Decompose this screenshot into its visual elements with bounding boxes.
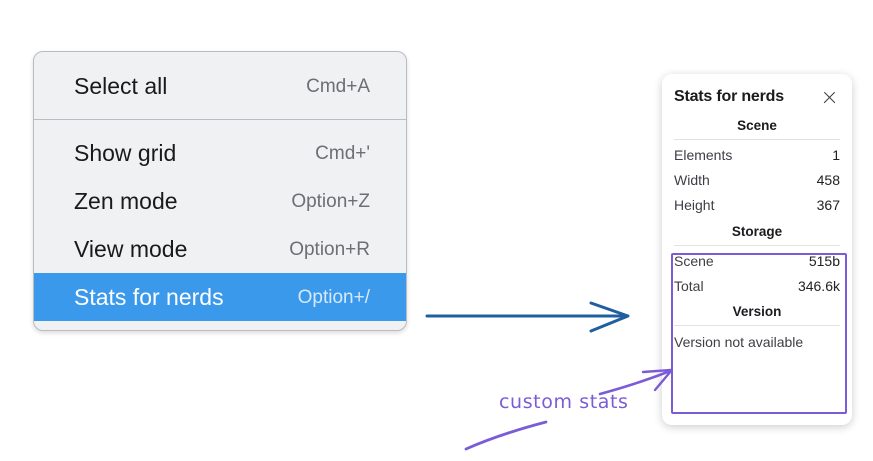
version-value: Version not available bbox=[674, 334, 804, 351]
menu-item-select-all[interactable]: Select all Cmd+A bbox=[34, 62, 406, 110]
stat-value: 515b bbox=[808, 252, 840, 269]
stat-key: Width bbox=[674, 171, 710, 188]
menu-item-label: Show grid bbox=[74, 139, 177, 166]
menu-item-label: View mode bbox=[74, 235, 188, 262]
menu-item-shortcut: Option+/ bbox=[297, 286, 370, 308]
menu-item-label: Stats for nerds bbox=[74, 283, 224, 310]
stat-row-storage-scene: Scene 515b bbox=[673, 249, 841, 274]
stat-value: 1 bbox=[832, 147, 840, 163]
context-menu[interactable]: Select all Cmd+A Show grid Cmd+' Zen mod… bbox=[33, 51, 407, 331]
custom-stats-annotation-label: custom stats bbox=[499, 391, 629, 413]
stats-panel-title: Stats for nerds bbox=[674, 88, 784, 105]
menu-item-label: Zen mode bbox=[74, 187, 178, 214]
close-icon[interactable] bbox=[821, 89, 838, 106]
stat-row-width: Width 458 bbox=[673, 168, 841, 193]
menu-divider bbox=[34, 119, 406, 120]
menu-item-zen-mode[interactable]: Zen mode Option+Z bbox=[34, 177, 406, 225]
section-heading-storage: Storage bbox=[731, 223, 783, 239]
menu-item-label: Select all bbox=[74, 72, 168, 99]
stats-panel-header: Stats for nerds bbox=[662, 74, 852, 112]
section-heading-version: Version bbox=[732, 304, 782, 320]
stats-for-nerds-panel: Stats for nerds Scene Elements 1 Width 4… bbox=[662, 74, 852, 425]
menu-item-show-grid[interactable]: Show grid Cmd+' bbox=[34, 129, 406, 177]
stat-value: 367 bbox=[816, 196, 840, 213]
stat-value: 458 bbox=[816, 171, 840, 188]
stat-key: Total bbox=[674, 277, 704, 294]
menu-item-stats-for-nerds[interactable]: Stats for nerds Option+/ bbox=[34, 273, 406, 321]
stat-row-height: Height 367 bbox=[673, 193, 841, 218]
stat-key: Height bbox=[674, 196, 715, 213]
menu-group-1: Select all Cmd+A bbox=[34, 52, 406, 119]
section-divider bbox=[674, 244, 840, 246]
stat-value: 346.6k bbox=[797, 277, 840, 294]
menu-item-view-mode[interactable]: View mode Option+R bbox=[34, 225, 406, 273]
stat-row-elements: Elements 1 bbox=[673, 143, 841, 168]
blue-arrow bbox=[425, 301, 630, 333]
stat-key: Scene bbox=[674, 252, 714, 269]
section-divider bbox=[674, 139, 840, 140]
stat-row-storage-total: Total 346.6k bbox=[673, 274, 841, 299]
menu-group-2: Show grid Cmd+' Zen mode Option+Z View m… bbox=[34, 120, 406, 330]
section-heading-scene: Scene bbox=[737, 118, 777, 133]
section-divider bbox=[674, 325, 840, 327]
menu-item-shortcut: Cmd+' bbox=[315, 142, 370, 164]
stat-key: Elements bbox=[674, 147, 733, 163]
menu-item-shortcut: Option+Z bbox=[291, 190, 370, 212]
stats-panel-body: Scene Elements 1 Width 458 Height 367 St… bbox=[662, 112, 852, 355]
purple-underline-stroke bbox=[464, 420, 548, 451]
menu-item-shortcut: Option+R bbox=[289, 238, 370, 260]
menu-item-shortcut: Cmd+A bbox=[306, 75, 370, 97]
